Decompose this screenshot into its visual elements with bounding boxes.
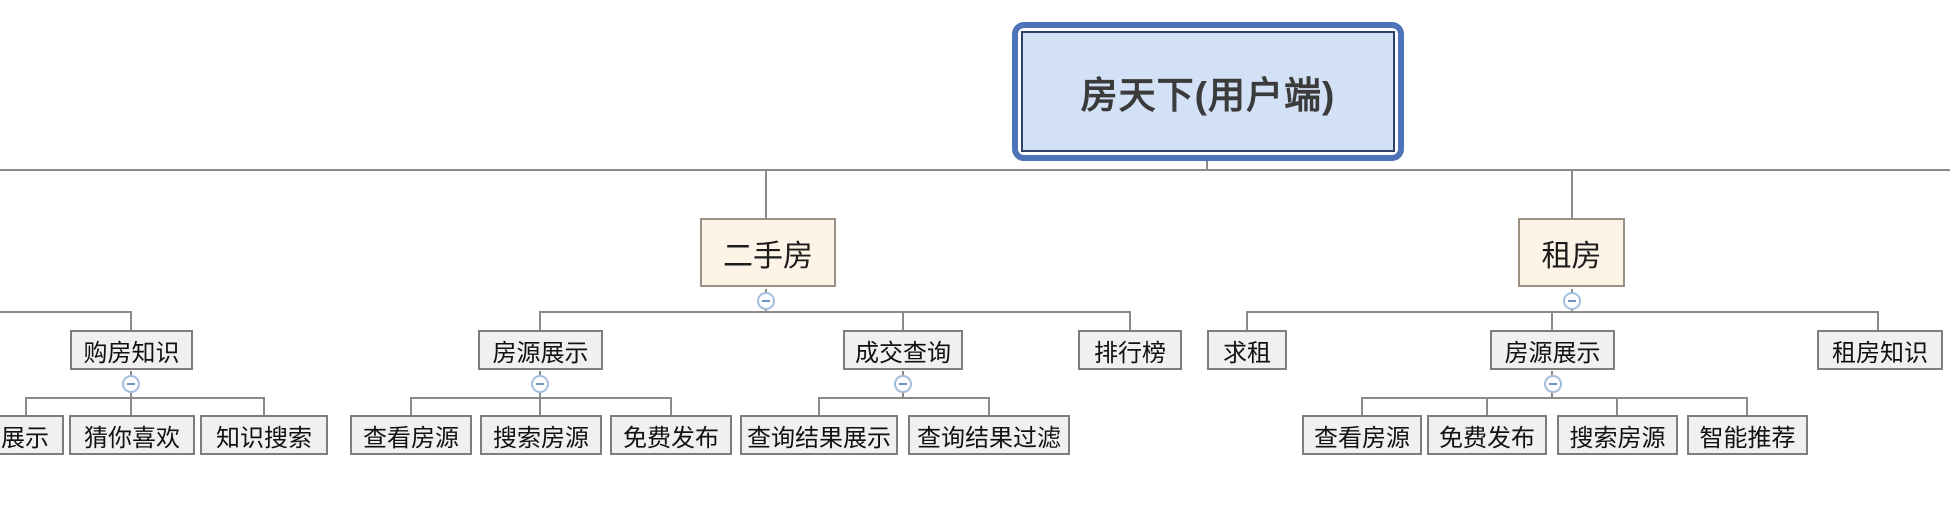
- node-chakan-fangyuan-2[interactable]: 查看房源: [1302, 415, 1422, 455]
- connector-drop-zhishi-sousuo: [263, 399, 265, 415]
- collapse-minus-icon-goufang-zhishi[interactable]: [122, 375, 140, 393]
- collapse-minus-icon-ershoufang[interactable]: [757, 292, 775, 310]
- connector-drop-zhineng-tuijian: [1746, 399, 1748, 415]
- node-chaxun-jieguo-zhanshi[interactable]: 查询结果展示: [740, 415, 898, 455]
- node-fangyuan-zhanshi-2[interactable]: 房源展示: [1490, 330, 1615, 370]
- node-sousuo-fangyuan-2[interactable]: 搜索房源: [1557, 415, 1678, 455]
- collapse-minus-icon-chengjiao-chaxun[interactable]: [894, 375, 912, 393]
- node-root[interactable]: 房天下(用户端): [1012, 22, 1404, 161]
- connector-goufang-zhishi-children-line: [25, 397, 265, 399]
- connector-root-children-line: [0, 169, 1950, 171]
- node-zufang-zhishi[interactable]: 租房知识: [1817, 330, 1943, 370]
- connector-drop-fangyuan-zhanshi-2: [1551, 313, 1553, 330]
- connector-drop-paihangbang: [1129, 313, 1131, 330]
- connector-drop-chakan-fangyuan-2: [1361, 399, 1363, 415]
- connector-drop-zhanshi: [25, 399, 27, 415]
- node-mianfei-fabu-1[interactable]: 免费发布: [610, 415, 732, 455]
- node-sousuo-fangyuan-1[interactable]: 搜索房源: [480, 415, 602, 455]
- node-paihangbang[interactable]: 排行榜: [1078, 330, 1182, 370]
- node-zhishi-sousuo[interactable]: 知识搜索: [200, 415, 328, 455]
- connector-drop-zufang-zhishi: [1877, 313, 1879, 330]
- node-cainixihuan[interactable]: 猜你喜欢: [69, 415, 195, 455]
- connector-drop-ershoufang: [765, 171, 767, 218]
- connector-drop-zufang: [1571, 171, 1573, 218]
- connector-drop-cainixihuan: [130, 399, 132, 415]
- connector-drop-chaxun-jieguo-guolv: [988, 399, 990, 415]
- connector-drop-chakan-fangyuan-1: [410, 399, 412, 415]
- connector-root-drop: [1206, 160, 1208, 169]
- node-zufang[interactable]: 租房: [1518, 218, 1625, 287]
- connector-drop-fangyuan-zhanshi-1: [539, 313, 541, 330]
- node-goufang-zhishi[interactable]: 购房知识: [70, 330, 193, 370]
- node-qiuzu[interactable]: 求租: [1207, 330, 1287, 370]
- connector-drop-qiuzu: [1246, 313, 1248, 330]
- node-chengjiao-chaxun[interactable]: 成交查询: [843, 330, 963, 370]
- node-fangyuan-zhanshi-1[interactable]: 房源展示: [478, 330, 603, 370]
- collapse-minus-icon-fangyuan-zhanshi-2[interactable]: [1544, 375, 1562, 393]
- connector-fangyuan-zhanshi-1-children-line: [410, 397, 672, 399]
- connector-drop-sousuo-fangyuan-2: [1616, 399, 1618, 415]
- node-root-label: 房天下(用户端): [1021, 31, 1395, 152]
- connector-drop-mianfei-fabu-2: [1486, 399, 1488, 415]
- connector-fangyuan-zhanshi-2-children-line: [1361, 397, 1748, 399]
- connector-drop-chengjiao-chaxun: [902, 313, 904, 330]
- node-zhanshi-clipped[interactable]: 展示: [0, 415, 64, 455]
- node-chakan-fangyuan-1[interactable]: 查看房源: [350, 415, 472, 455]
- collapse-minus-icon-zufang[interactable]: [1563, 292, 1581, 310]
- node-ershoufang[interactable]: 二手房: [700, 218, 836, 287]
- connector-drop-sousuo-fangyuan-1: [539, 399, 541, 415]
- node-mianfei-fabu-2[interactable]: 免费发布: [1427, 415, 1547, 455]
- node-chaxun-jieguo-guolv[interactable]: 查询结果过滤: [908, 415, 1070, 455]
- connector-offcanvas-branch-line: [0, 311, 132, 313]
- connector-drop-chaxun-jieguo-zhanshi: [818, 399, 820, 415]
- connector-zufang-children-line: [1246, 311, 1879, 313]
- node-zhineng-tuijian[interactable]: 智能推荐: [1687, 415, 1808, 455]
- connector-drop-goufang-zhishi: [130, 313, 132, 330]
- collapse-minus-icon-fangyuan-zhanshi-1[interactable]: [531, 375, 549, 393]
- connector-chengjiao-chaxun-children-line: [818, 397, 990, 399]
- connector-ershoufang-children-line: [539, 311, 1131, 313]
- connector-drop-mianfei-fabu-1: [670, 399, 672, 415]
